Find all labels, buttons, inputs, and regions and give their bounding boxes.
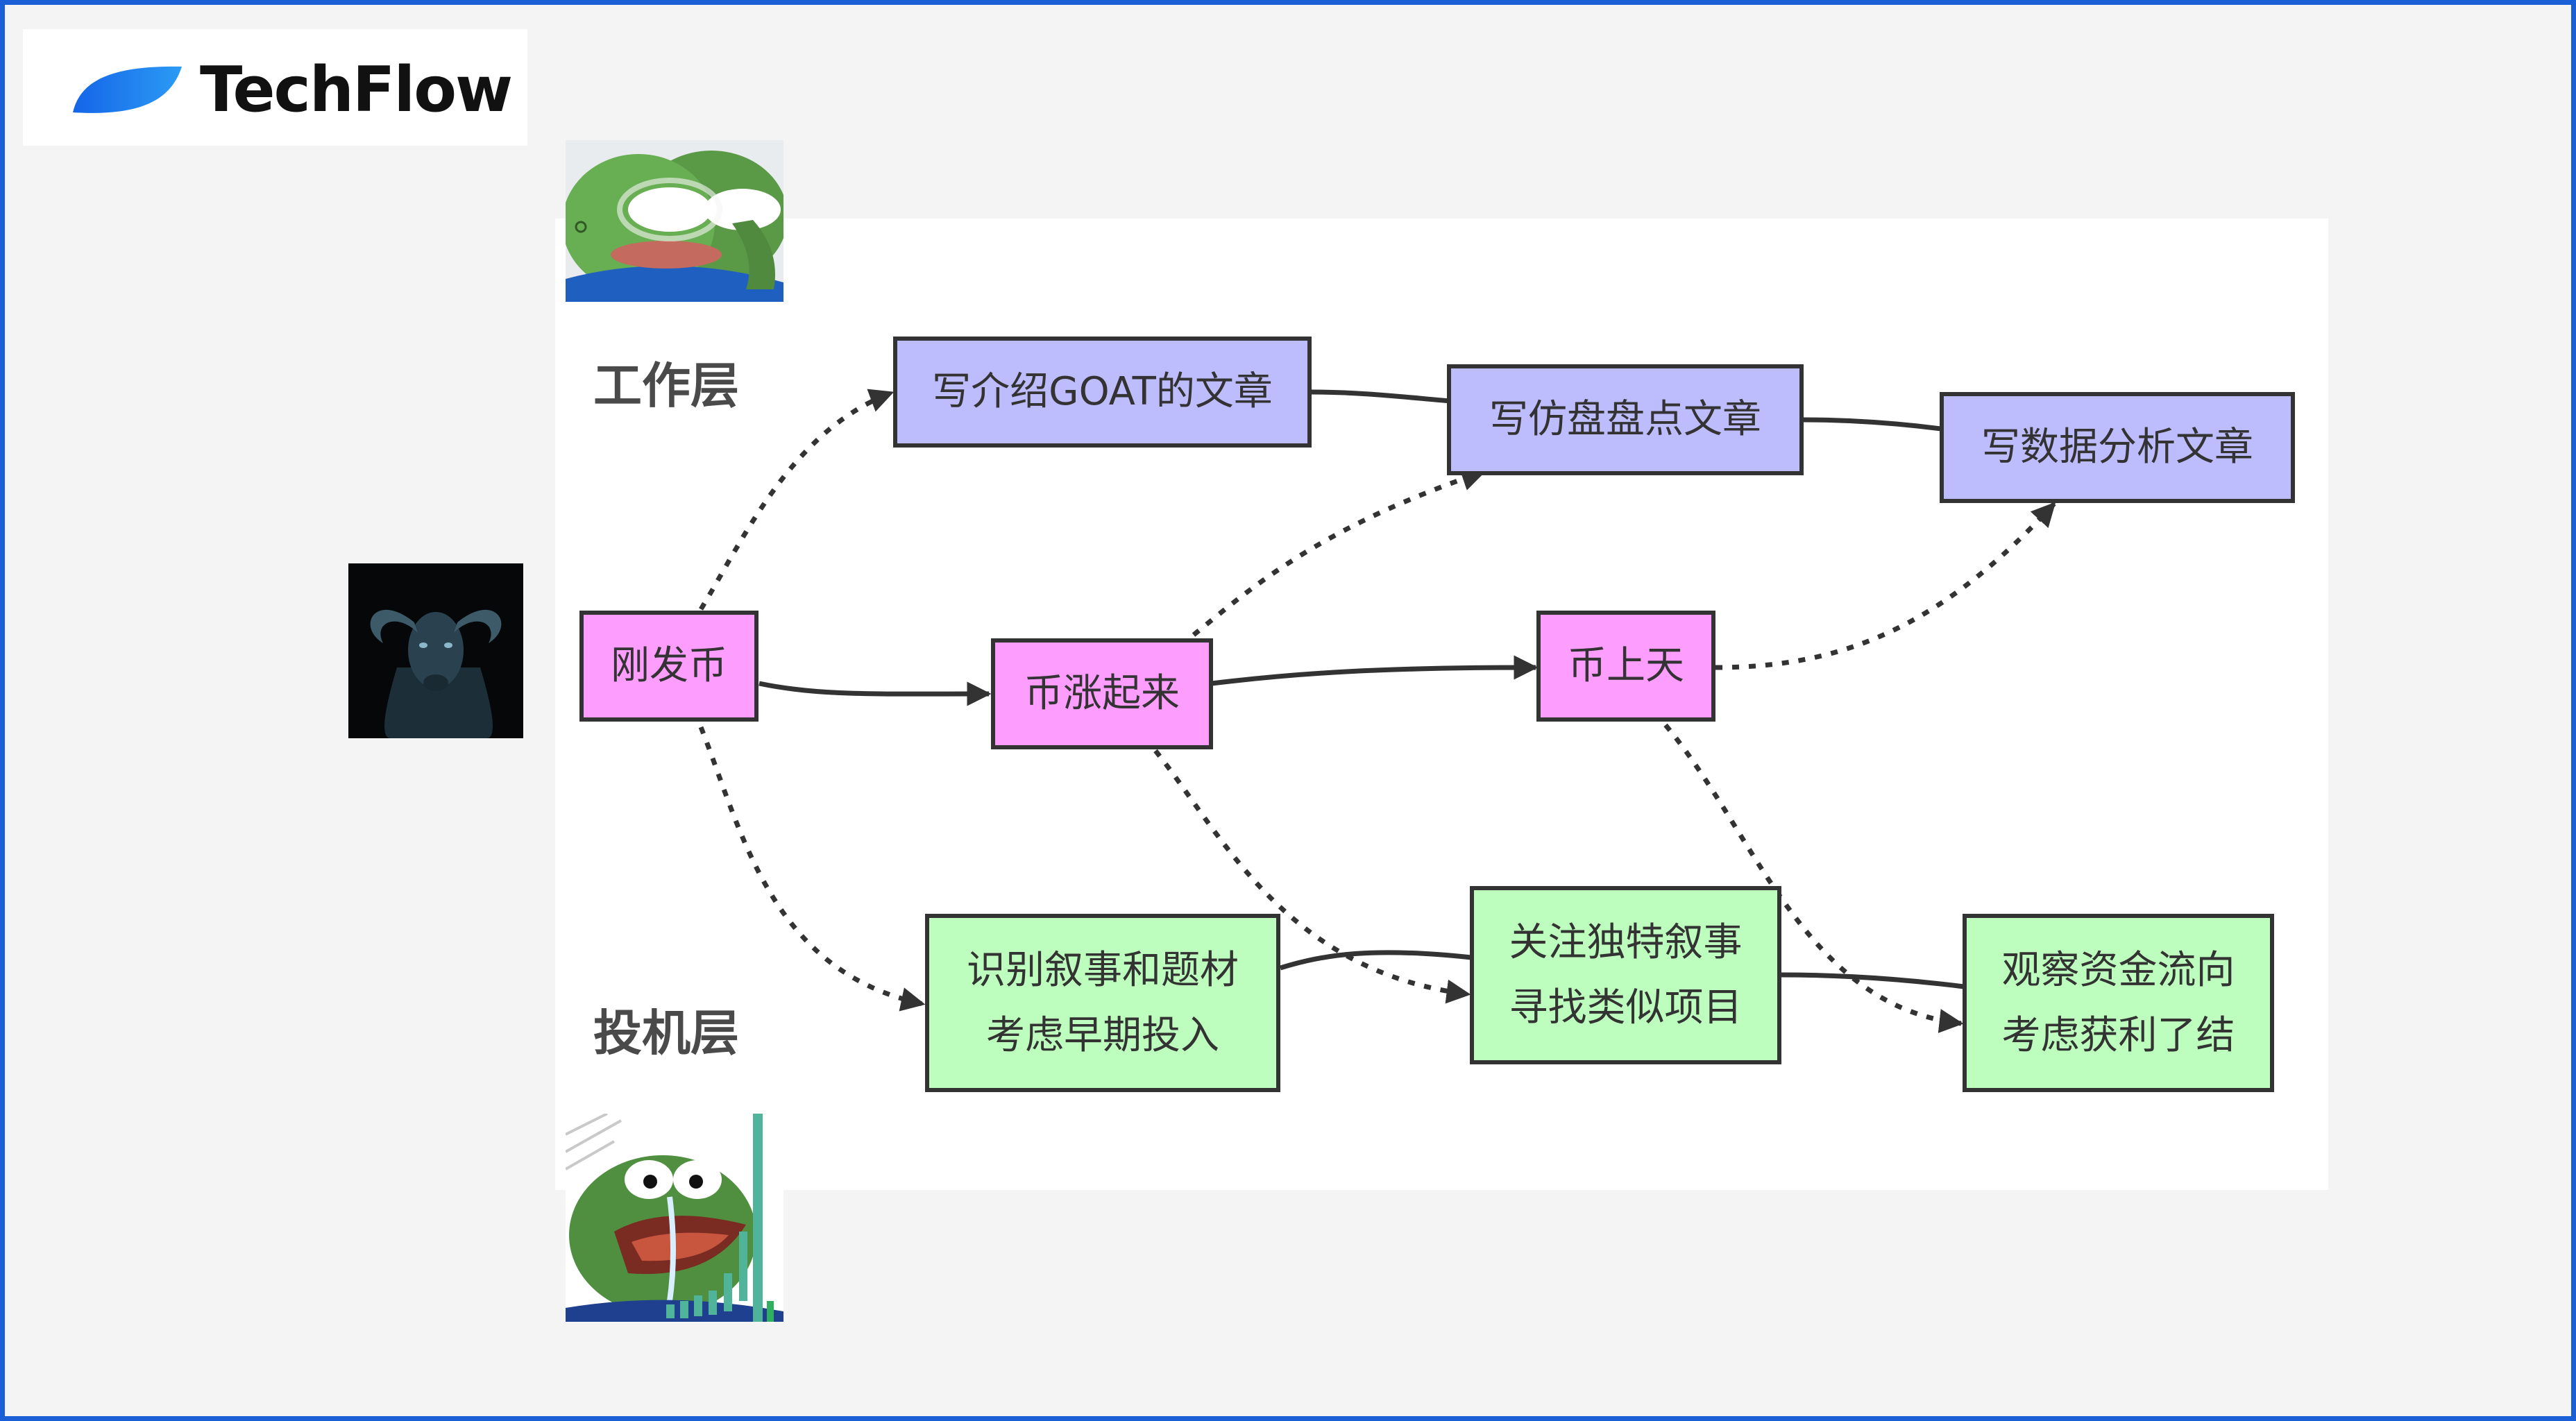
pepe-crying-chart-meme <box>566 1114 783 1322</box>
node-goat-article: 写介绍GOAT的文章 <box>893 337 1312 448</box>
edge-skyrocket-to-watch <box>1663 723 1964 1033</box>
edge-issued-to-rising <box>759 681 992 706</box>
work-layer-label: 工作层 <box>593 357 739 414</box>
node-copycat-article: 写仿盘盘点文章 <box>1447 364 1804 475</box>
node-spot-narrative: 识别叙事和题材 考虑早期投入 <box>925 914 1280 1092</box>
edge-issued-to-goat <box>699 389 895 611</box>
edge-unique-to-watch <box>1781 972 1965 989</box>
node-watch-flows: 观察资金流向 考虑获利了结 <box>1963 914 2274 1092</box>
edge-spot-to-unique <box>1279 950 1472 971</box>
node-unique-narrative: 关注独特叙事 寻找类似项目 <box>1470 886 1781 1064</box>
edge-rising-to-skyrocket <box>1211 655 1539 686</box>
edge-skyrocket-to-data <box>1715 502 2056 670</box>
techflow-leaf-icon <box>73 66 182 113</box>
node-coin-rising: 币涨起来 <box>991 638 1213 749</box>
edge-copycat-to-data <box>1802 417 1942 432</box>
brand-name: TechFlow <box>200 53 513 126</box>
edge-issued-to-spot <box>698 726 926 1012</box>
edge-rising-to-copycat <box>1192 467 1486 637</box>
pepe-sunglasses-meme <box>566 140 783 302</box>
node-data-article: 写数据分析文章 <box>1940 392 2295 503</box>
edge-goat-to-copycat <box>1311 389 1451 404</box>
node-coin-skyrocket: 币上天 <box>1536 611 1715 722</box>
node-just-issued: 刚发币 <box>579 611 759 722</box>
edge-rising-to-unique <box>1153 749 1471 1004</box>
logo-card: TechFlow <box>23 29 527 146</box>
speculation-layer-label: 投机层 <box>593 1005 739 1062</box>
black-goat-image <box>348 563 523 738</box>
